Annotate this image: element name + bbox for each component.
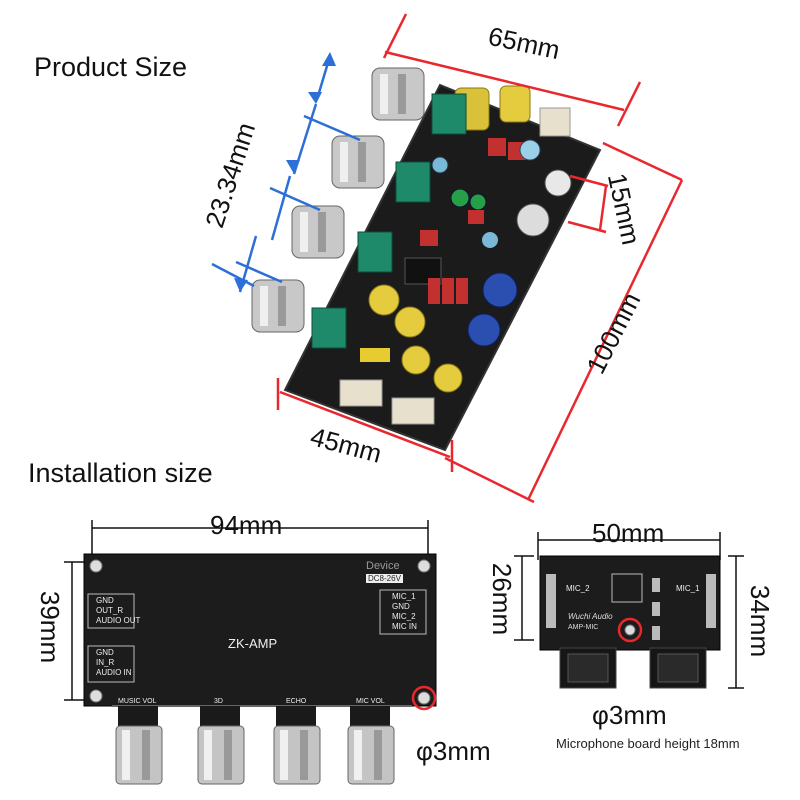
main-board-model: ZK-AMP: [228, 636, 278, 651]
main-knob-4: [347, 725, 395, 785]
audio-out-pins: GND OUT_R AUDIO OUT: [96, 596, 140, 626]
mic-pcb: [539, 555, 721, 651]
mic-board-label-mic2: MIC_2: [566, 584, 590, 593]
main-board-power: DC8-26V: [366, 574, 403, 583]
mic-board-brand: Wuchi Audio: [568, 612, 613, 621]
mount-hole-tl: [89, 559, 103, 573]
knob-label-mic-vol: MIC VOL: [356, 698, 385, 705]
knob-label-echo: ECHO: [286, 698, 307, 705]
knob-label-music-vol: MUSIC VOL: [118, 698, 157, 705]
mic-in-block: [379, 589, 427, 635]
mic-board-label-mic1: MIC_1: [676, 584, 700, 593]
mic-board-height-left-label: 26mm: [487, 562, 518, 636]
mic-in-pins: MIC_1 GND MIC_2 MIC IN: [392, 592, 417, 632]
product-size-heading: Product Size: [34, 52, 188, 82]
knob-pitch-arrowheads: [234, 52, 336, 292]
mic-board-dim-lines: [514, 532, 744, 689]
mic-board-model: AMP-MIC: [568, 624, 599, 631]
mic-hole-highlight: [617, 617, 643, 643]
mic-board-height-note: Microphone board height 18mm: [556, 736, 740, 751]
mic-board-width-label: 50mm: [592, 518, 665, 548]
product-dimension-lines: [276, 13, 684, 504]
mount-hole-bl: [89, 689, 103, 703]
mount-hole-highlight: [411, 685, 437, 711]
mic-board-height-right-label: 34mm: [745, 584, 776, 658]
main-knob-2: [197, 725, 245, 785]
audio-in-label: AUDIO IN: [96, 668, 132, 677]
main-board-dim-lines: [64, 520, 429, 701]
pin-gnd-out: GND: [96, 596, 114, 605]
installation-size-heading: Installation size: [28, 458, 213, 488]
pin-mic-2: MIC_2: [392, 612, 416, 621]
audio-out-block: [87, 593, 135, 629]
audio-in-pins: GND IN_R AUDIO IN: [96, 648, 132, 678]
knob-4: [251, 279, 347, 349]
audio-out-label: AUDIO OUT: [96, 616, 141, 625]
mount-hole-tr: [417, 559, 431, 573]
main-board-width-label: 94mm: [210, 510, 283, 540]
knob-label-3d: 3D: [214, 698, 223, 705]
pin-mic-1: MIC_1: [392, 592, 416, 601]
product-pcb: [283, 83, 602, 452]
main-knob-3: [273, 725, 321, 785]
pin-in-r: IN_R: [96, 658, 115, 667]
knob-1: [371, 67, 467, 135]
knob-3: [291, 205, 393, 273]
mic-board-hole-label: φ3mm: [592, 700, 667, 730]
main-board-hole-label: φ3mm: [416, 736, 491, 766]
audio-in-block: [87, 645, 135, 683]
pin-out-r: OUT_R: [96, 606, 124, 615]
pin-gnd-in: GND: [96, 648, 114, 657]
main-board-device: Device: [366, 560, 400, 572]
mic-in-label: MIC IN: [392, 622, 417, 631]
pin-gnd-mic: GND: [392, 602, 410, 611]
main-knob-1: [115, 725, 163, 785]
knob-2: [331, 135, 431, 203]
